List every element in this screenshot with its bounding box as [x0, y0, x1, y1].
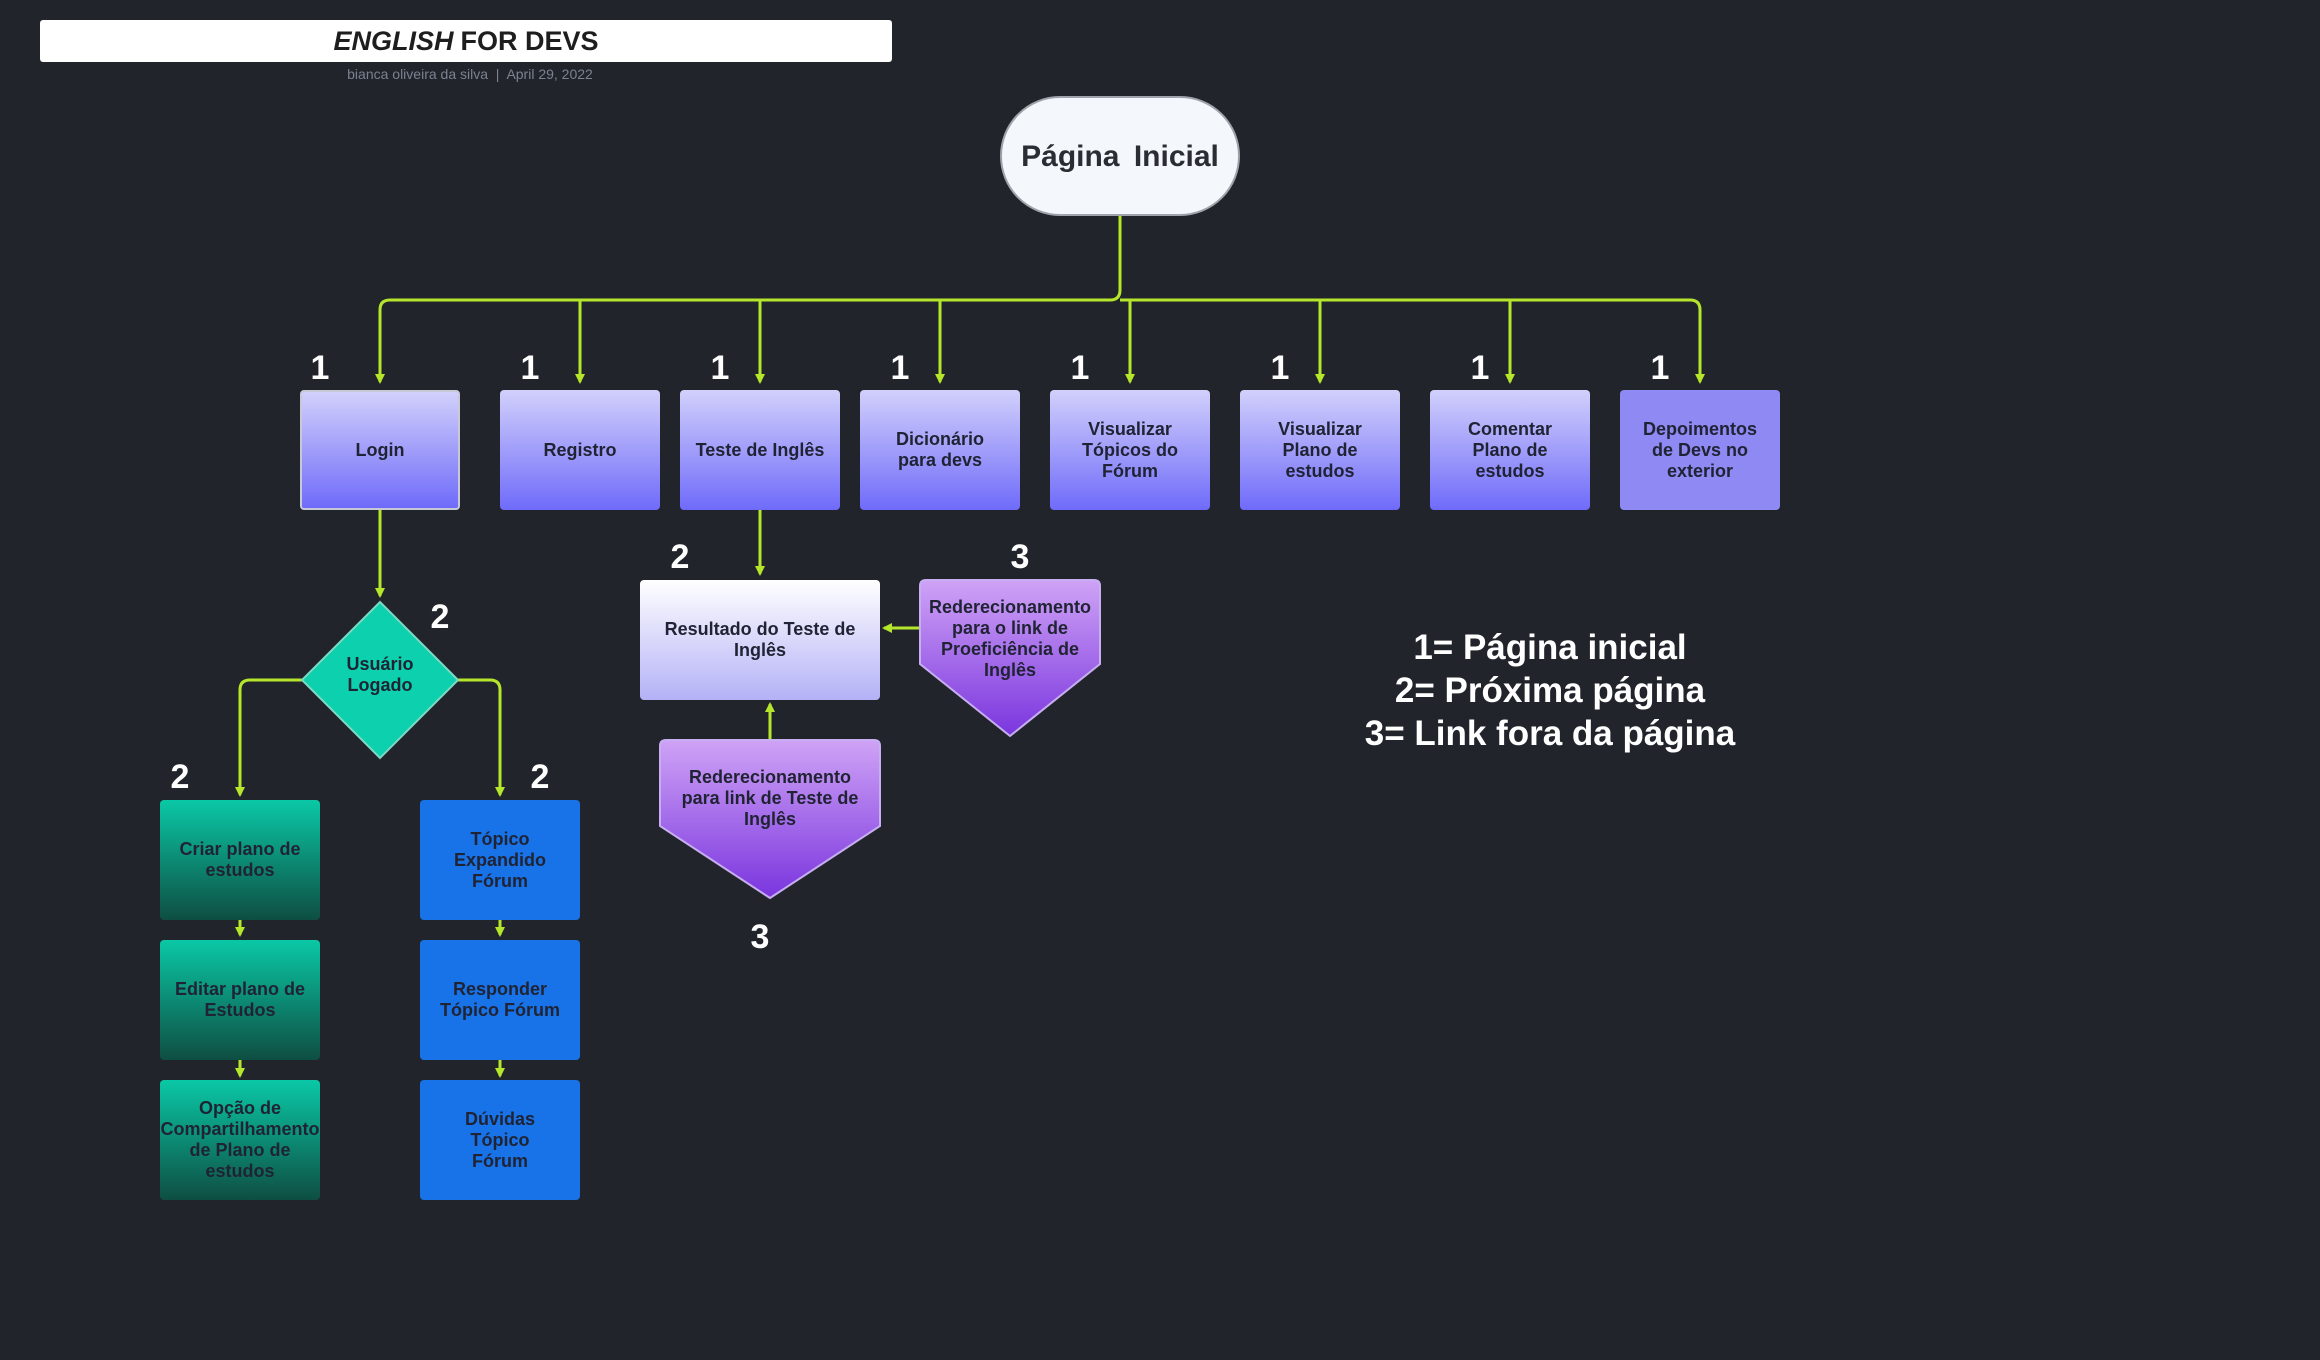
legend-item-1: 1= Página inicial [1413, 628, 1687, 667]
redirect-test-shape [659, 739, 881, 900]
marker-resultado-teste: 2 [670, 538, 690, 576]
marker-dicionario: 1 [890, 349, 910, 387]
marker-visualizar-topicos: 1 [1070, 349, 1090, 387]
trunk-right-connector [1120, 298, 1705, 384]
legend-item-3: 3= Link fora da página [1364, 714, 1736, 753]
node-responder-topico: Responder Tópico Fórum [420, 940, 580, 1060]
node-visualizar-topicos: Visualizar Tópicos do Fórum [1050, 390, 1210, 510]
decision-label: Usuário Logado [346, 654, 414, 695]
title-rest: FOR DEVS [460, 25, 599, 56]
marker-login: 1 [310, 349, 330, 387]
node-compartilhamento: Opção de Compartilhamento de Plano de es… [160, 1080, 320, 1200]
marker-criar-plano: 2 [170, 758, 190, 796]
date: April 29, 2022 [506, 66, 593, 82]
node-teste-ingles: Teste de Inglês [680, 390, 840, 510]
trunk-connector [375, 216, 1122, 384]
marker-redirect-test: 3 [750, 918, 770, 956]
marker-teste-ingles: 1 [710, 349, 730, 387]
marker-registro: 1 [520, 349, 540, 387]
redirect-proficiency-label: Rederecionamento para o link de Proefici… [928, 597, 1092, 680]
diagram-title: ENGLISH FOR DEVS [40, 20, 892, 62]
marker-decision: 2 [430, 598, 450, 636]
legend-item-2: 2= Próxima página [1394, 671, 1706, 710]
marker-depoimentos: 1 [1650, 349, 1670, 387]
redirect-proficiency-shape [919, 579, 1101, 738]
author: bianca oliveira da silva [347, 66, 488, 82]
marker-comentar-plano: 1 [1470, 349, 1490, 387]
root-node: Página Inicial [1000, 96, 1240, 216]
node-depoimentos: Depoimentos de Devs no exterior [1620, 390, 1780, 510]
node-editar-plano: Editar plano de Estudos [160, 940, 320, 1060]
legend: 1= Página inicial 2= Próxima página 3= L… [1300, 626, 1800, 755]
node-criar-plano: Criar plano de estudos [160, 800, 320, 920]
node-visualizar-plano: Visualizar Plano de estudos [1240, 390, 1400, 510]
node-dicionario: Dicionário para devs [860, 390, 1020, 510]
node-comentar-plano: Comentar Plano de estudos [1430, 390, 1590, 510]
marker-visualizar-plano: 1 [1270, 349, 1290, 387]
redirect-test-label: Rederecionamento para link de Teste de I… [681, 767, 859, 829]
node-registro: Registro [500, 390, 660, 510]
node-login: Login [300, 390, 460, 510]
connector-decision-left [235, 678, 302, 797]
node-duvidas-topico: Dúvidas Tópico Fórum [420, 1080, 580, 1200]
connector-decision-right [458, 678, 505, 797]
node-resultado-teste: Resultado do Teste de Inglês [640, 580, 880, 700]
title-italic: ENGLISH [333, 25, 454, 56]
marker-topico-expandido: 2 [530, 758, 550, 796]
decision-diamond [300, 600, 460, 760]
marker-redirect-proficiency: 3 [1010, 538, 1030, 576]
node-topico-expandido: Tópico Expandido Fórum [420, 800, 580, 920]
diagram-subtitle: bianca oliveira da silva | April 29, 202… [347, 66, 593, 82]
